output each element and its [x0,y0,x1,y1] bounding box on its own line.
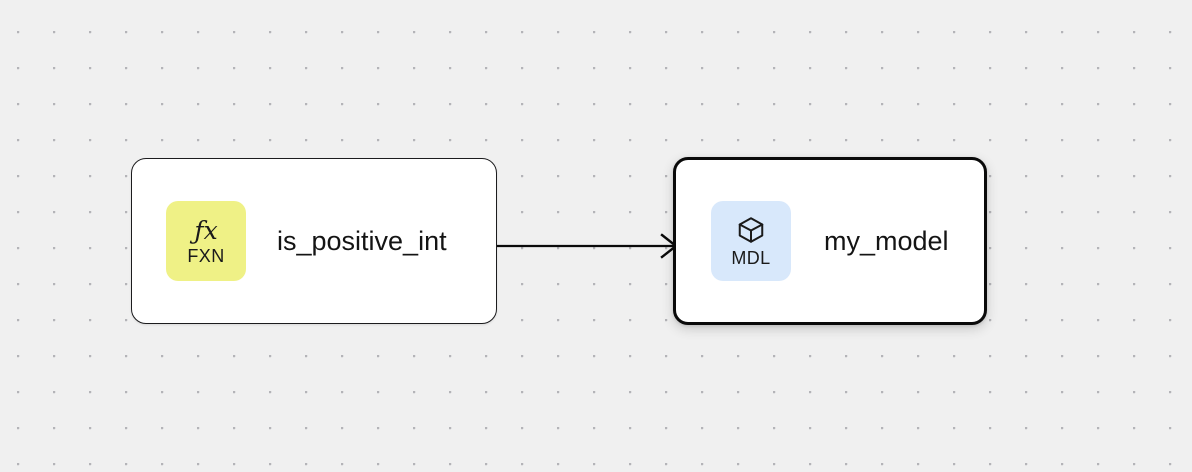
cube-icon [738,217,764,243]
node-model-my-model[interactable]: MDL my_model [673,157,987,325]
edge-fxn-to-mdl[interactable] [490,222,686,270]
function-icon: ƒx [194,215,218,245]
node-type-badge-mdl: MDL [711,201,791,281]
node-type-label: FXN [187,245,225,266]
node-type-badge-fxn: ƒx FXN [166,201,246,281]
node-function-is-positive-int[interactable]: ƒx FXN is_positive_int [131,158,497,324]
node-type-label: MDL [731,248,771,268]
node-title: is_positive_int [277,225,447,256]
node-title: my_model [824,225,949,256]
